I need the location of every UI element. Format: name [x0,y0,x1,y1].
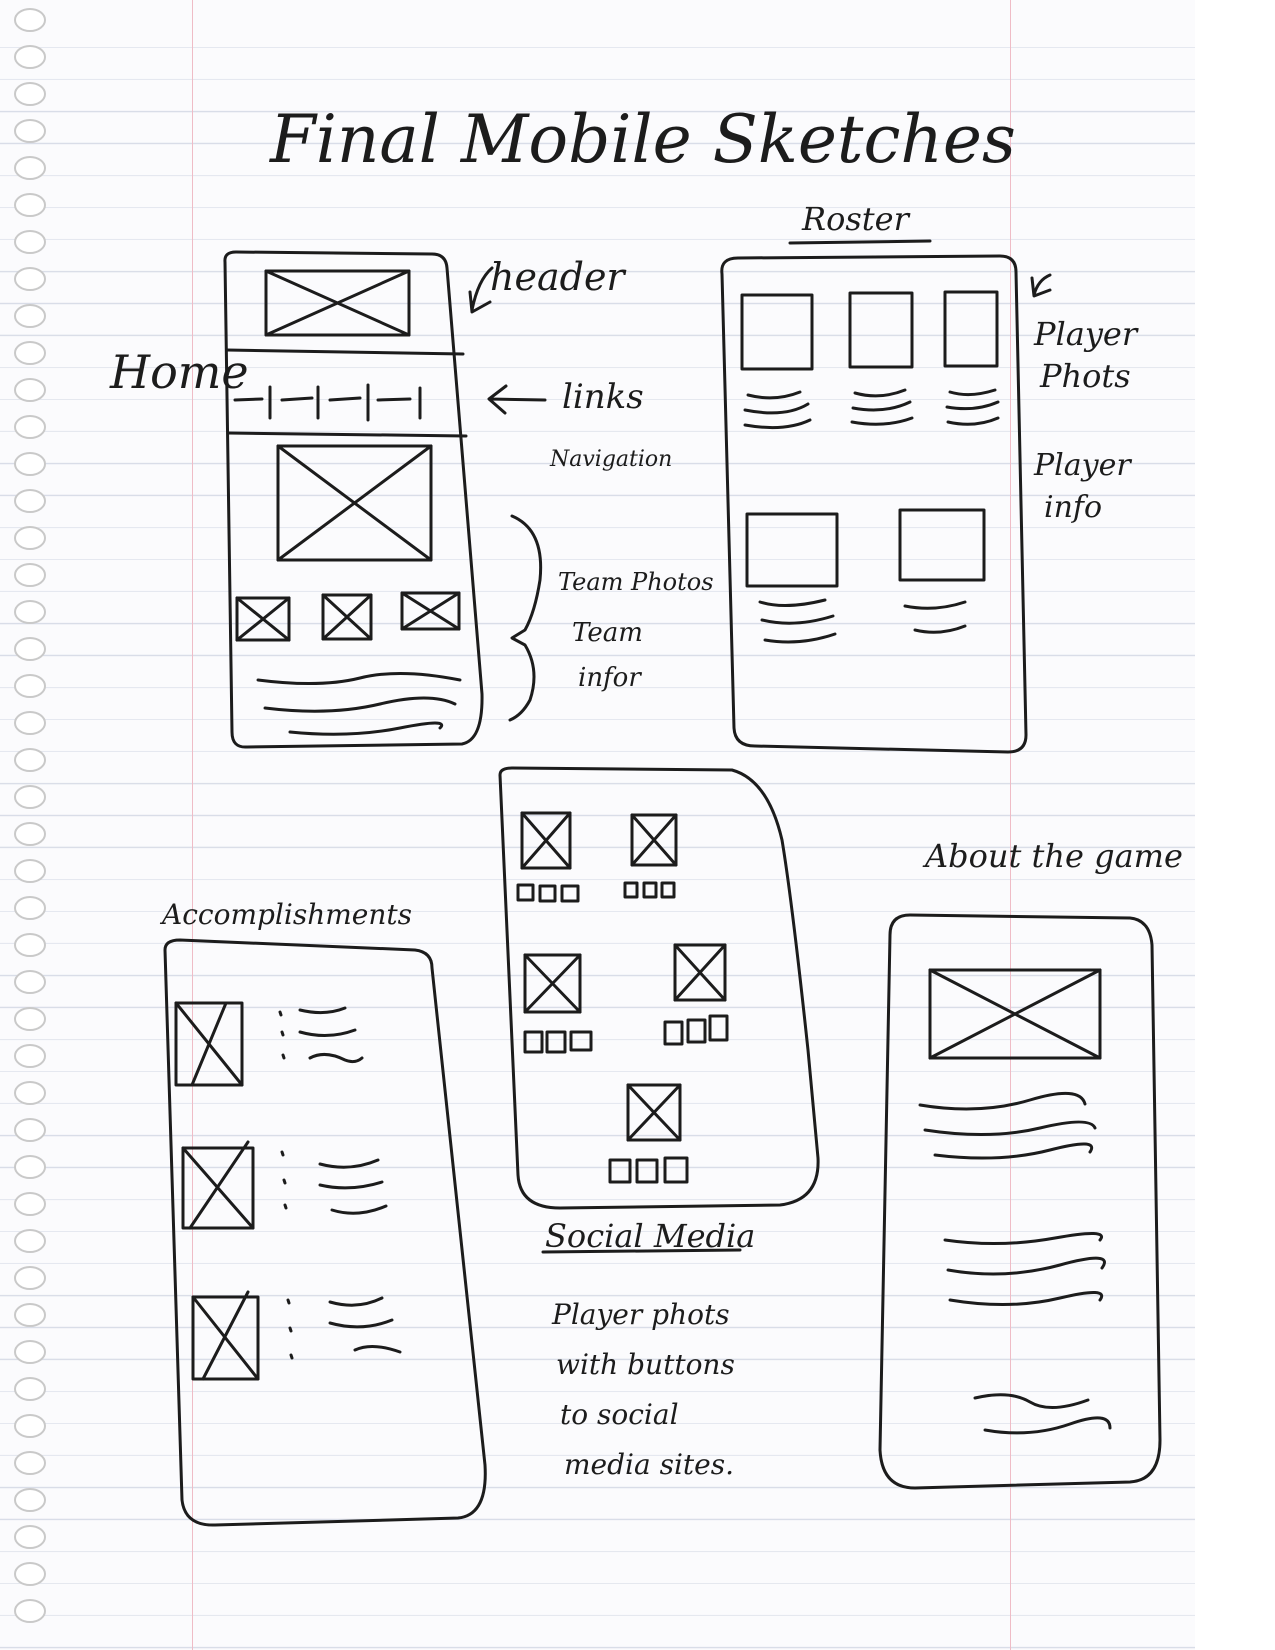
about-phone-sketch [878,913,1162,1490]
header-note: header [490,255,625,299]
binding-hole [14,378,46,402]
binding-hole [14,156,46,180]
about-hero-image [928,968,1102,1060]
binding-hole [14,1525,46,1549]
binding-hole [14,1599,46,1623]
accomplishments-title: Accomplishments [162,898,413,931]
binding-hole [14,1562,46,1586]
binding-hole [14,526,46,550]
binding-hole [14,711,46,735]
social-desc-line-4: media sites. [564,1448,735,1481]
home-phone-sketch [223,250,547,749]
binding-hole [14,822,46,846]
navigation-note: Navigation [550,447,673,472]
team-note: Team [572,618,643,648]
team-photos-note: Team Photos [558,568,714,596]
binding-hole [14,1488,46,1512]
binding-hole [14,896,46,920]
social-title-underline [541,1248,742,1254]
binding-hole [14,82,46,106]
binding-hole [14,1044,46,1068]
links-arrow [487,384,547,415]
binding-hole [14,193,46,217]
binding-hole [14,1266,46,1290]
team-brace [508,514,543,722]
links-note: links [562,377,644,417]
binding-hole [14,230,46,254]
binding-hole [14,748,46,772]
binding-hole [14,600,46,624]
player-photos-note-1: Player [1034,315,1138,353]
binding-hole [14,1377,46,1401]
social-desc-line-3: to social [560,1398,679,1431]
about-title: About the game [925,837,1183,875]
home-label: Home [110,345,249,399]
binding-hole [14,1192,46,1216]
spiral-holes [14,8,46,1623]
binding-hole [14,452,46,476]
binding-hole [14,1118,46,1142]
binding-hole [14,1007,46,1031]
binding-hole [14,1229,46,1253]
social-desc-line-2: with buttons [556,1348,735,1381]
binding-hole [14,1303,46,1327]
margin-line-left [192,0,193,1650]
binding-hole [14,415,46,439]
home-hero-image [276,444,433,562]
binding-hole [14,341,46,365]
binding-hole [14,267,46,291]
binding-hole [14,785,46,809]
binding-hole [14,1414,46,1438]
binding-hole [14,1081,46,1105]
roster-title: Roster [802,200,909,238]
social-phone-sketch [498,766,820,1210]
header-arrow [468,266,494,314]
binding-hole [14,859,46,883]
margin-line-right [1010,0,1011,1650]
binding-hole [14,119,46,143]
binding-hole [14,304,46,328]
home-nav-links [233,383,422,422]
player-info-note-2: info [1044,490,1103,525]
paper-edge [1195,0,1275,1650]
social-title: Social Media [545,1217,756,1255]
binding-hole [14,933,46,957]
page-title: Final Mobile Sketches [270,101,1016,178]
binding-hole [14,674,46,698]
social-desc-line-1: Player phots [552,1298,730,1331]
player-photos-note-2: Phots [1040,357,1131,395]
binding-hole [14,637,46,661]
team-infor-note: infor [578,663,641,693]
binding-hole [14,563,46,587]
roster-phone-sketch [720,254,1052,754]
binding-hole [14,8,46,32]
player-info-note-1: Player [1034,448,1131,483]
binding-hole [14,1451,46,1475]
binding-hole [14,1340,46,1364]
binding-hole [14,970,46,994]
binding-hole [14,1155,46,1179]
roster-arrow [1030,273,1052,298]
binding-hole [14,45,46,69]
roster-title-underline [788,239,932,245]
binding-hole [14,489,46,513]
home-header-image [264,269,411,337]
accomplishments-phone-sketch [163,938,487,1527]
